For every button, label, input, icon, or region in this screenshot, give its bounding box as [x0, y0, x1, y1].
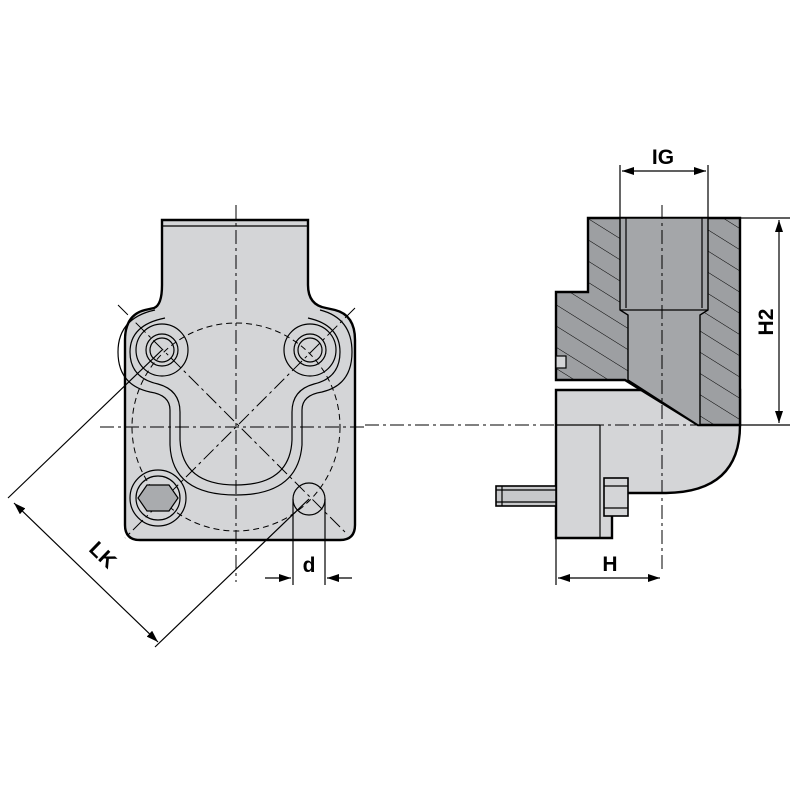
d-dimension: d — [265, 499, 352, 585]
screw-side — [495, 477, 629, 517]
hex-socket-icon — [137, 484, 179, 512]
lk-label: LK — [84, 537, 120, 573]
h-dimension: H — [555, 538, 660, 585]
h2-label: H2 — [755, 309, 778, 336]
bolt-hole-top-right — [283, 323, 337, 377]
keyway-notch — [555, 355, 567, 369]
diagonal-centerline-2 — [124, 307, 356, 539]
h-label: H — [602, 553, 617, 576]
bolt-hole-top-left — [135, 323, 189, 377]
d-label: d — [303, 554, 316, 577]
front-view: LK d — [7, 205, 365, 648]
elbow-lower-body — [554, 388, 742, 540]
side-view: IG H2 H — [365, 146, 790, 585]
h2-dimension: H2 — [740, 217, 790, 426]
flange-body — [123, 218, 357, 542]
ig-label: IG — [652, 146, 674, 169]
diagonal-centerline-1 — [117, 304, 346, 533]
ear-outline — [117, 309, 353, 496]
ig-dimension: IG — [619, 146, 709, 218]
